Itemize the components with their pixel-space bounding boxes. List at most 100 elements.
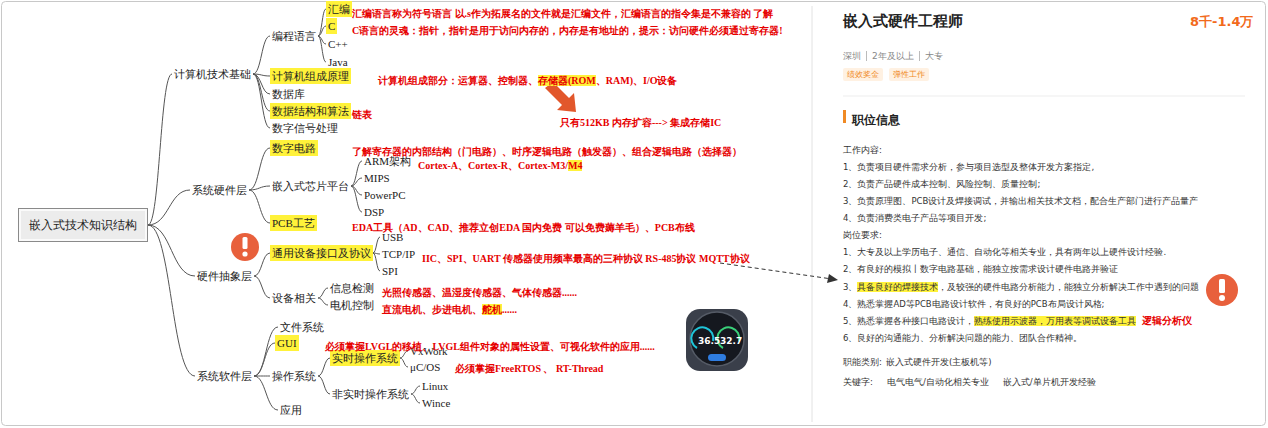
label-group: 职能类别: 嵌入式硬件开发(主板机等) bbox=[843, 351, 992, 369]
topic-node: MIPS bbox=[362, 170, 392, 186]
topic-node: 嵌入式芯片平台 bbox=[270, 178, 351, 194]
branch-line bbox=[351, 161, 362, 186]
topic-node: 文件系统 bbox=[278, 319, 326, 335]
annotation-text: 了解寄存器的内部结构（门电路）、时序逻辑电路（触发器）、组合逻辑电路（选择器） bbox=[352, 146, 742, 157]
branch-line bbox=[411, 394, 420, 403]
node-text: 硬件抽象层 bbox=[197, 270, 252, 282]
node-text: 计算机组成原理 bbox=[272, 70, 349, 82]
panel-text: 工作内容: bbox=[843, 145, 882, 155]
annotation-text: EDA工具（AD、CAD、推荐立创EDA 国内免费 可以免费薅羊毛）、PCB布线 bbox=[352, 222, 695, 233]
panel-text: 1、负责项目硬件需求分析，参与项目选型及整体开发方案指定, bbox=[843, 162, 1094, 172]
label-group: 链表 bbox=[352, 104, 372, 122]
dashed-arrowhead bbox=[827, 274, 838, 283]
node-text: 系统软件层 bbox=[197, 370, 252, 382]
node-text: PCB工艺 bbox=[272, 217, 315, 229]
annotation-text: C语言的灵魂：指针，指针是用于访问内存的，内存是有地址的，提示：访问硬件必须通过… bbox=[352, 25, 783, 36]
panel-text: 大专 bbox=[919, 51, 943, 61]
annotation-text: 汇编语言称为符号语言 以.s作为拓展名的文件就是汇编文件，汇编语言的指令集是不兼… bbox=[352, 8, 773, 19]
branch-line bbox=[318, 298, 328, 305]
label-group: 8千-1.4万 bbox=[1190, 12, 1253, 30]
annotation-text: 舵机 bbox=[482, 304, 502, 315]
topic-node: 计算机组成原理 bbox=[270, 68, 351, 84]
branch-line bbox=[249, 186, 270, 190]
label-group: 36.5 bbox=[698, 330, 720, 348]
topic-node: 数据结构和算法 bbox=[270, 103, 351, 119]
node-text: PowerPC bbox=[364, 189, 406, 201]
label-group: 6、良好的沟通能力、分析解决问题的能力、团队合作精神。 bbox=[843, 327, 1082, 345]
label-group: 嵌入式硬件工程师 bbox=[843, 12, 963, 30]
annotation-text: 必须掌握LVGL的移植、LVGL组件对象的属性设置、可视化软件的应用...... bbox=[325, 341, 655, 352]
panel-text: 电气电气/自动化相关专业 bbox=[887, 377, 989, 387]
branch-line bbox=[253, 74, 270, 128]
topic-node: 设备相关 bbox=[270, 290, 318, 306]
red-arrow bbox=[545, 82, 576, 112]
topic-node: 信息检测 bbox=[328, 280, 376, 296]
node-text: 嵌入式芯片平台 bbox=[272, 180, 349, 192]
topic-node: 编程语言 bbox=[270, 28, 318, 44]
panel-text: 6、良好的沟通能力、分析解决问题的能力、团队合作精神。 bbox=[843, 333, 1082, 343]
annotation-text: 直流电机、步进电机、 bbox=[382, 304, 482, 315]
panel-text: ，及较强的硬件电路分析能力，能独立分析解决工作中遇到的问题 bbox=[938, 282, 1199, 292]
topic-node: Wince bbox=[420, 395, 452, 411]
label-group: 了解寄存器的内部结构（门电路）、时序逻辑电路（触发器）、组合逻辑电路（选择器） bbox=[352, 141, 742, 159]
node-text: 数字电路 bbox=[272, 142, 316, 154]
topic-node: 电机控制 bbox=[328, 297, 376, 313]
panel-rule bbox=[843, 96, 1245, 97]
branch-line bbox=[249, 190, 270, 223]
branch-line bbox=[318, 358, 330, 376]
branch-line bbox=[253, 36, 270, 74]
node-text: 嵌入式技术知识结构 bbox=[29, 218, 137, 232]
node-text: DSP bbox=[364, 206, 384, 218]
branch-line bbox=[351, 178, 362, 186]
panel-text: 嵌入式硬件开发(主板机等) bbox=[886, 357, 992, 367]
node-text: 电机控制 bbox=[330, 299, 374, 311]
warning-icon-bar bbox=[1219, 279, 1225, 293]
branch-line bbox=[318, 26, 326, 36]
topic-node: DSP bbox=[362, 204, 386, 220]
label-group: C语言的灵魂：指针，指针是用于访问内存的，内存是有地址的，提示：访问硬件必须通过… bbox=[352, 20, 783, 38]
label-group: 32.7 bbox=[720, 330, 742, 348]
node-text: 数据库 bbox=[272, 88, 305, 100]
label-group: 关键字:电气电气/自动化相关专业嵌入式/单片机开发经验 bbox=[843, 371, 1096, 389]
branch-line bbox=[400, 351, 408, 358]
panel-text: 职能类别: bbox=[843, 357, 882, 367]
node-text: 弹性工作 bbox=[893, 70, 925, 79]
label-group: 汇编语言称为符号语言 以.s作为拓展名的文件就是汇编文件，汇编语言的指令集是不兼… bbox=[352, 3, 773, 21]
topic-node: 数据库 bbox=[270, 86, 307, 102]
annotation-text: Cortex-A、Cortex-R、Cortex-M3/ bbox=[418, 160, 568, 171]
node-text: 编程语言 bbox=[272, 30, 316, 42]
watch-face bbox=[690, 312, 744, 366]
panel-text: 4、熟悉掌握AD等PCB电路设计软件，有良好的PCB布局设计风格; bbox=[843, 299, 1104, 309]
label-group: 3、具备良好的焊接技术，及较强的硬件电路分析能力，能独立分析解决工作中遇到的问题 bbox=[843, 276, 1199, 294]
panel-text: 具备良好的焊接技术 bbox=[857, 282, 938, 292]
topic-node: 操作系统 bbox=[270, 368, 318, 384]
label-group: 1、大专及以上学历电子、通信、自动化等相关专业，具有两年以上硬件设计经验. bbox=[843, 241, 1166, 259]
node-text: 计算机技术基础 bbox=[174, 68, 251, 80]
node-text: GUI bbox=[277, 337, 297, 349]
node-text: 数字信号处理 bbox=[272, 122, 338, 134]
branch-line bbox=[318, 9, 326, 36]
panel-text: 32.7 bbox=[720, 336, 742, 346]
panel-text: 逻辑分析仪 bbox=[1142, 315, 1192, 326]
label-group: 5、熟悉掌握各种接口电路设计，熟练使用示波器，万用表等调试设备工具逻辑分析仪 bbox=[843, 310, 1192, 328]
node-text: C++ bbox=[328, 38, 348, 50]
node-text: 操作系统 bbox=[272, 370, 316, 382]
topic-node: 数字信号处理 bbox=[270, 120, 340, 136]
branch-line bbox=[148, 225, 195, 376]
tag-box: 弹性工作 bbox=[889, 68, 929, 81]
label-group: 4、负责消费类电子产品等项目开发; bbox=[843, 207, 986, 225]
warning-icon bbox=[1206, 274, 1238, 306]
branch-line bbox=[254, 253, 270, 276]
panel-divider bbox=[812, 6, 813, 422]
panel-text: 5、熟悉掌握各种接口电路设计， bbox=[843, 316, 974, 326]
annotation-text: M4 bbox=[568, 160, 582, 171]
annotation-text: 存储器(ROM bbox=[538, 75, 596, 86]
node-text: 信息检测 bbox=[330, 282, 374, 294]
panel-text: 岗位要求: bbox=[843, 230, 882, 240]
warning-icon-dot bbox=[1219, 295, 1225, 301]
label-group: 直流电机、步进电机、舵机...... bbox=[382, 299, 517, 317]
topic-node: 系统硬件层 bbox=[190, 182, 249, 198]
topic-node: TCP/IP bbox=[380, 246, 417, 262]
topic-node: C++ bbox=[326, 36, 350, 52]
